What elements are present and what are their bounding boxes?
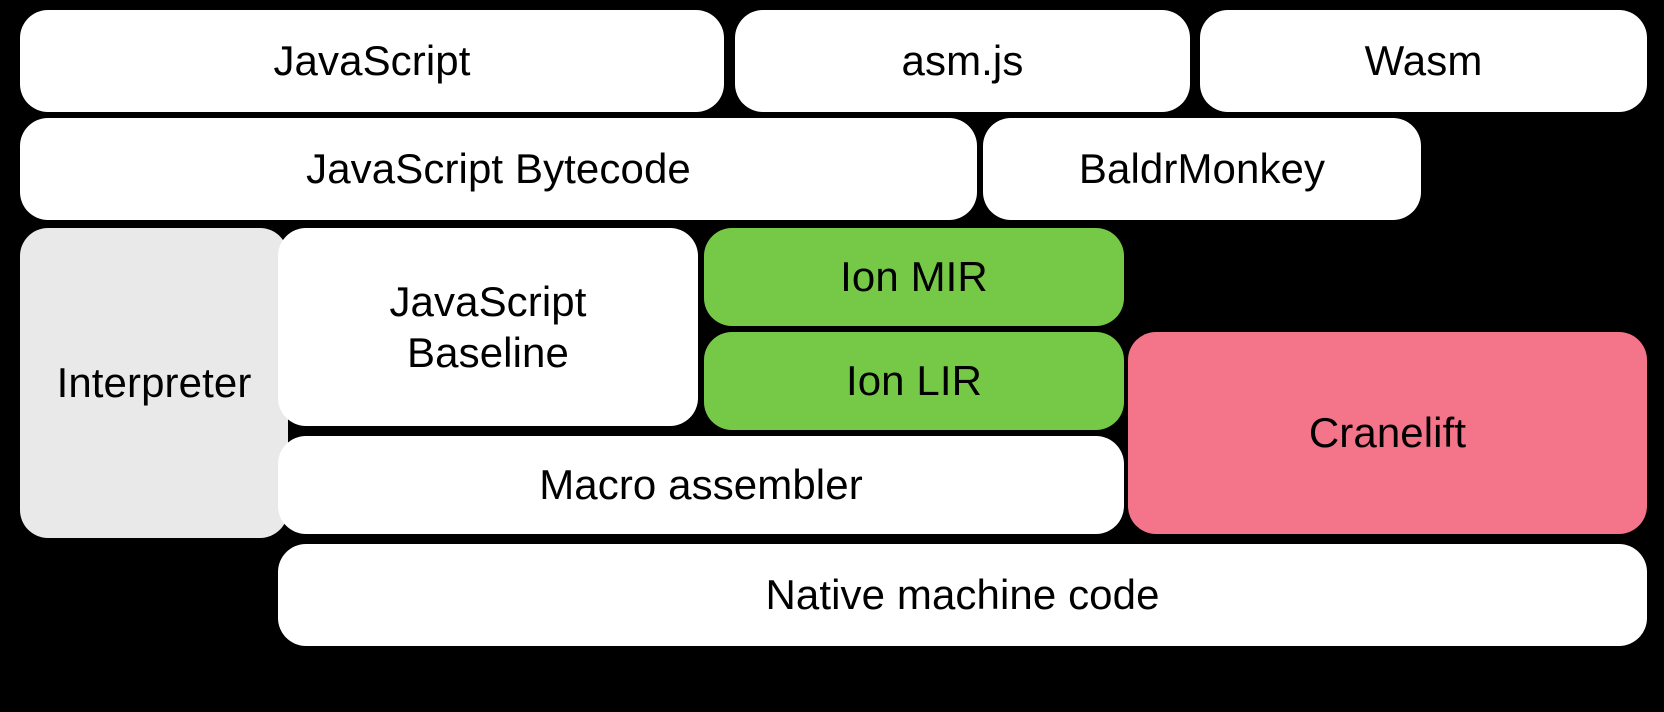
node-cranelift: Cranelift xyxy=(1128,332,1647,534)
node-javascript-baseline: JavaScript Baseline xyxy=(278,228,698,426)
node-ion-lir: Ion LIR xyxy=(704,332,1124,430)
node-interpreter: Interpreter xyxy=(20,228,288,538)
node-ion-mir: Ion MIR xyxy=(704,228,1124,326)
node-wasm: Wasm xyxy=(1200,10,1647,112)
node-javascript-bytecode: JavaScript Bytecode xyxy=(20,118,977,220)
node-macro-assembler: Macro assembler xyxy=(278,436,1124,534)
node-javascript: JavaScript xyxy=(20,10,724,112)
node-asmjs: asm.js xyxy=(735,10,1190,112)
node-baldrmonkey: BaldrMonkey xyxy=(983,118,1421,220)
node-native-machine-code: Native machine code xyxy=(278,544,1647,646)
